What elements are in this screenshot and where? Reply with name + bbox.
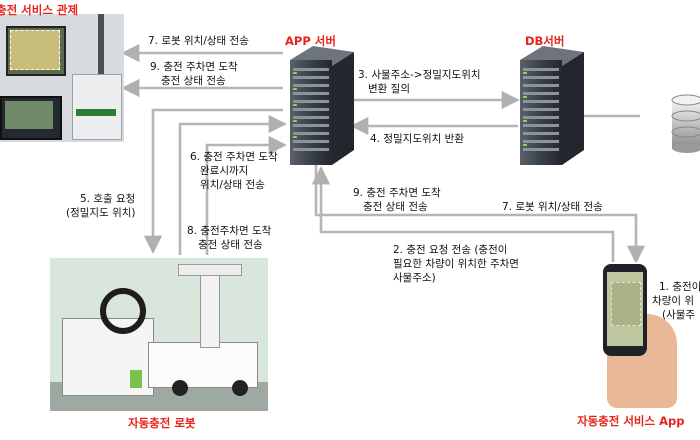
step-8-label-line1: 8. 충전주차면 도착 [187, 225, 272, 237]
arrow-s2-app-to-server [311, 166, 615, 268]
battery-indicator [130, 370, 142, 388]
phone-map-block [611, 282, 641, 326]
connection-arrows [121, 43, 646, 268]
service-app-title: 자동충전 서비스 App [577, 414, 685, 428]
db-server-title: DB서버 [525, 34, 565, 48]
charging-pole [98, 14, 104, 74]
arrow-s6-robot-to-server [178, 114, 287, 255]
map-display [10, 30, 60, 70]
wheel-left [172, 380, 188, 396]
step-2-label-line2: 필요한 차량이 위치한 주차면 [393, 258, 519, 270]
step-7-top-label: 7. 로봇 위치/상태 전송 [148, 35, 249, 47]
step-1-label-line3: (사물주 [662, 309, 696, 321]
wheel-right [232, 380, 248, 396]
green-sign [76, 109, 116, 116]
step-5-label-line2: (정밀지도 위치) [66, 207, 136, 219]
step-9-mid-label-line1: 9. 충전 주차면 도착 [353, 187, 441, 199]
step-6-label-line3: 위치/상태 전송 [200, 179, 265, 191]
step-4-label: 4. 정밀지도위치 반환 [370, 133, 464, 145]
arrow-s8-robot-to-server [205, 135, 287, 255]
control-service-title: 충전 서비스 관제 [0, 3, 79, 17]
step-9-top-label-line2: 충전 상태 전송 [161, 75, 226, 87]
app-server-icon [290, 46, 354, 165]
control-room-photo [0, 14, 124, 142]
db-server-icon [520, 46, 584, 165]
step-5-label-line1: 5. 호출 요청 [80, 193, 136, 205]
step-2-label-line3: 사물주소) [393, 272, 436, 284]
charger-cabinet [72, 74, 122, 140]
robot-arm [200, 268, 220, 348]
charging-robot-photo [50, 258, 268, 411]
step-6-label-line1: 6. 충전 주차면 도착 [190, 151, 278, 163]
step-1-label-line2: 차량이 위 [652, 295, 694, 307]
step-9-mid-label-line2: 충전 상태 전송 [363, 201, 428, 213]
step-3-label-line1: 3. 사물주소->정밀지도위치 [358, 69, 481, 81]
robot-title: 자동충전 로봇 [128, 416, 196, 430]
arrow-s5-server-to-robot [143, 108, 283, 254]
robot-arm-top [178, 264, 242, 276]
charging-cable [100, 288, 146, 334]
step-2-label-line1: 2. 충전 요청 전송 (충전이 [393, 244, 508, 256]
step-1-label-line1: 1. 충전이 [659, 281, 700, 293]
step-8-label-line2: 충전 상태 전송 [198, 239, 263, 251]
step-3-label-line2: 변환 질의 [368, 83, 410, 95]
step-7-right-label: 7. 로봇 위치/상태 전송 [502, 201, 603, 213]
step-9-top-label-line1: 9. 충전 주차면 도착 [150, 61, 238, 73]
app-server-title: APP 서버 [285, 34, 336, 48]
arrow-s7-s9-server-to-app [314, 165, 646, 264]
step-6-label-line2: 완료시까지 [200, 165, 249, 177]
database-disk-icon [671, 94, 700, 153]
tablet-screen [5, 101, 53, 129]
smartphone-app-photo [563, 262, 700, 408]
